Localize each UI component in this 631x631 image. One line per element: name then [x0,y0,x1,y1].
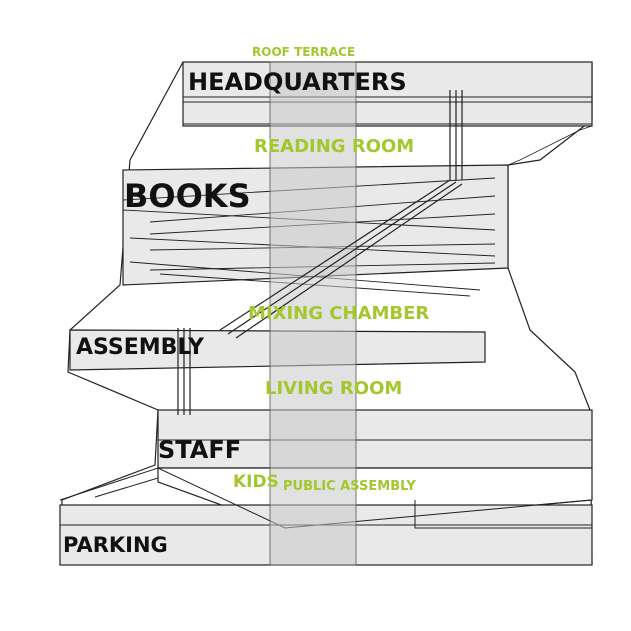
staff-block [157,409,593,469]
living-room-label: LIVING ROOM [265,378,403,399]
parking-label: PARKING [63,533,168,557]
books-label: BOOKS [124,177,251,215]
kids-label: KIDS [233,472,279,492]
assembly-label: ASSEMBLY [76,335,204,360]
vertical-core [269,61,357,566]
headquarters-label: HEADQUARTERS [188,68,407,96]
staff-label: STAFF [158,436,242,464]
roof-terrace-label: ROOF TERRACE [252,45,356,59]
mixing-chamber-label: MIXING CHAMBER [248,303,430,324]
public-assembly-label: PUBLIC ASSEMBLY [283,479,416,494]
reading-room-label: READING ROOM [254,136,415,157]
envelope-left [59,61,184,566]
headquarters-block [182,61,593,127]
